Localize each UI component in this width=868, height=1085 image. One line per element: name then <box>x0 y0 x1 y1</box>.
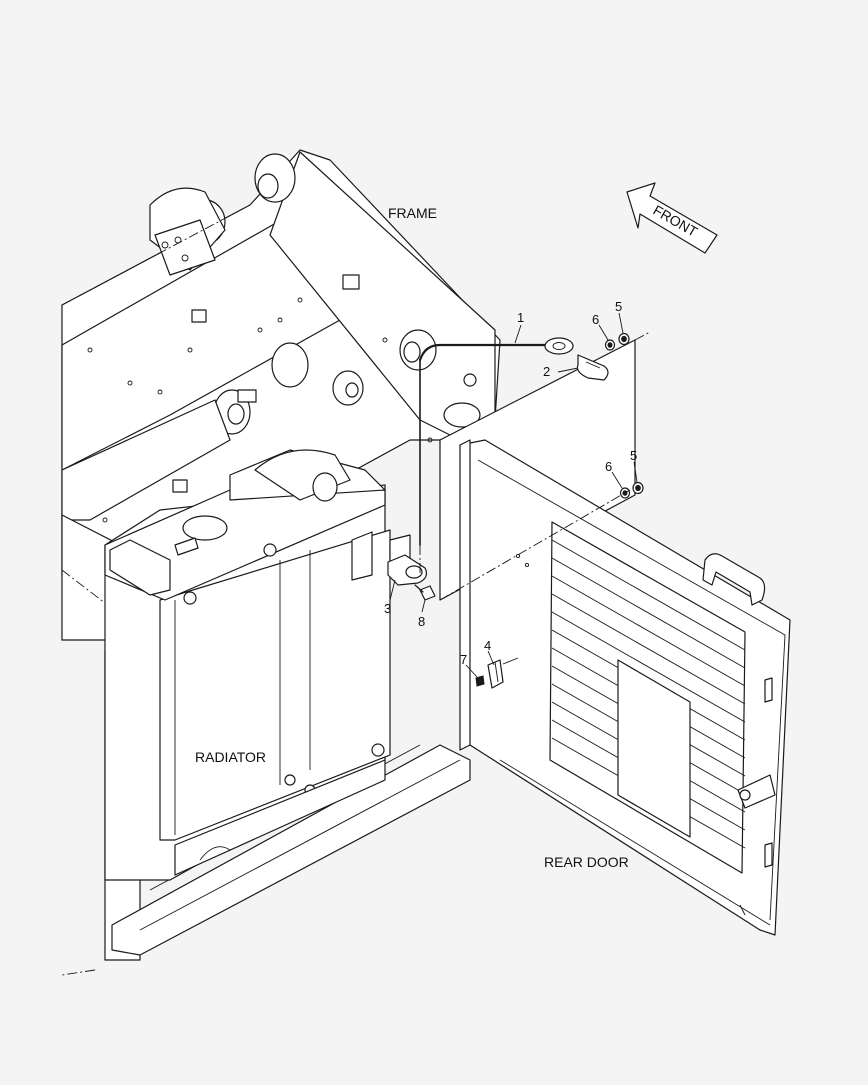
radiator-assembly <box>104 449 391 881</box>
part-6-washer-upper <box>604 339 616 351</box>
callout-5-upper: 5 <box>615 299 622 314</box>
callout-8: 8 <box>418 614 425 629</box>
callout-2: 2 <box>543 364 550 379</box>
door-louvre-grille <box>549 521 746 874</box>
callout-leaders <box>389 312 638 678</box>
callout-1: 1 <box>517 310 524 325</box>
label-rear-door: REAR DOOR <box>544 854 629 870</box>
label-radiator: RADIATOR <box>195 749 266 765</box>
rear-door-assembly <box>459 439 791 936</box>
callout-6-lower: 6 <box>605 459 612 474</box>
front-arrow-icon: FRONT <box>626 182 718 254</box>
part-7-screw <box>475 675 485 687</box>
part-1-stay-rod <box>418 337 574 546</box>
part-5-nut-lower <box>632 481 644 495</box>
callout-5-lower: 5 <box>630 448 637 463</box>
part-8-bolt <box>414 584 436 601</box>
frame-boss-upper <box>149 153 296 276</box>
part-3-bracket <box>387 554 428 586</box>
callout-3: 3 <box>384 601 391 616</box>
part-6-washer-lower <box>619 487 631 499</box>
frame-holes <box>87 297 433 533</box>
part-5-nut-upper <box>618 332 630 346</box>
callout-4: 4 <box>484 638 491 653</box>
label-frame: FRAME <box>388 205 437 221</box>
callout-6-upper: 6 <box>592 312 599 327</box>
callout-7: 7 <box>460 652 467 667</box>
part-4-latch <box>487 657 519 689</box>
